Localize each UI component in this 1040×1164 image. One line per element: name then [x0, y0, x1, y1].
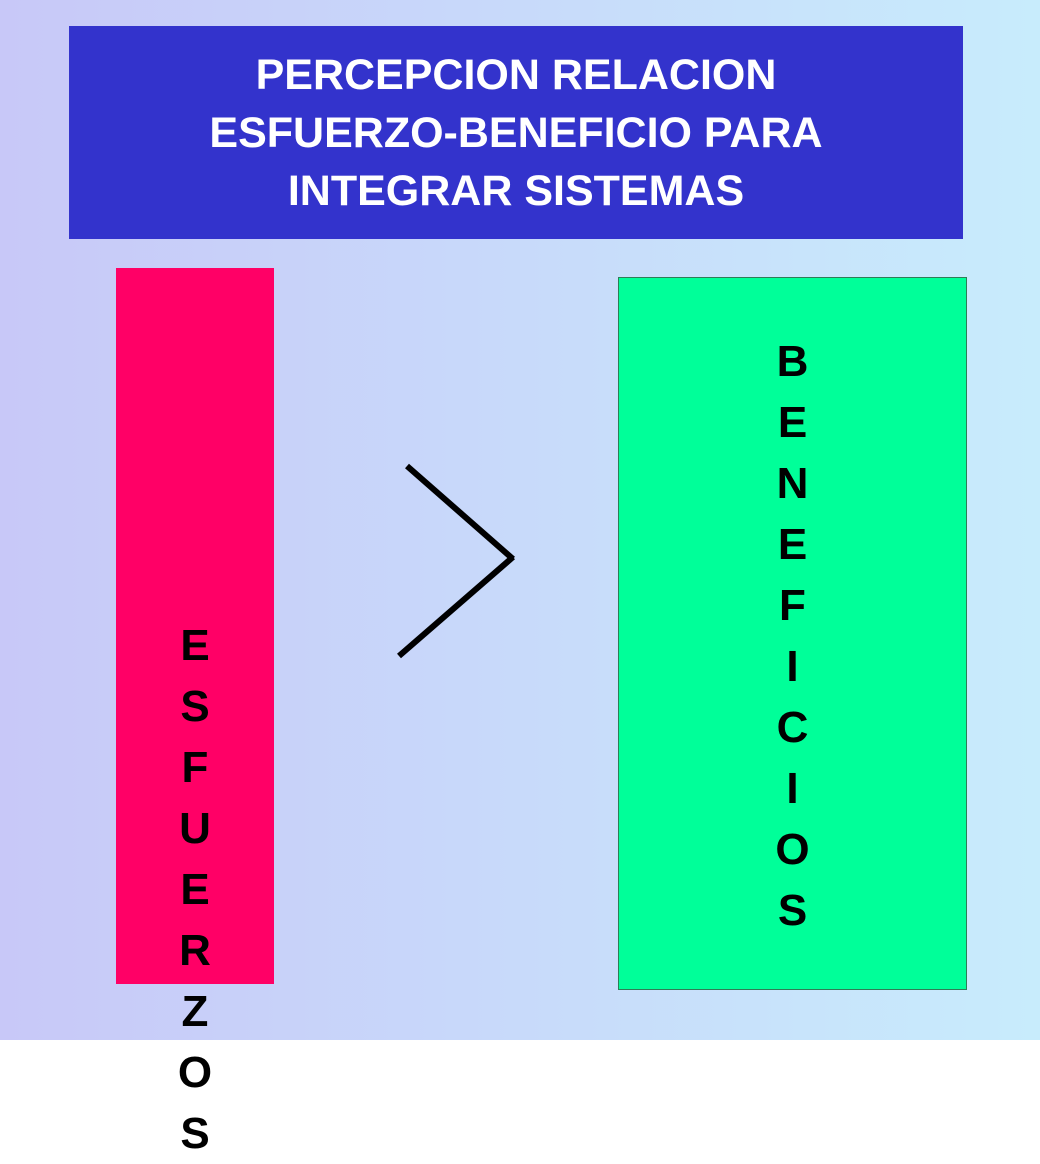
title-line-3: INTEGRAR SISTEMAS — [287, 166, 745, 215]
beneficios-letter: O — [775, 825, 810, 874]
greater-than-symbol — [397, 463, 515, 659]
title-line-2: ESFUERZO-BENEFICIO PARA — [209, 108, 823, 157]
beneficios-letter: I — [786, 764, 799, 813]
title-box: PERCEPCION RELACION ESFUERZO-BENEFICIO P… — [69, 26, 963, 239]
beneficios-letter: E — [777, 398, 808, 447]
beneficios-letter: E — [777, 520, 808, 569]
beneficios-letter: B — [776, 337, 809, 386]
esfuerzos-letter: E — [180, 621, 210, 670]
esfuerzos-letter: R — [179, 926, 211, 975]
esfuerzos-letter: U — [179, 804, 211, 853]
beneficios-letter: C — [776, 703, 809, 752]
beneficios-letter: N — [776, 459, 809, 508]
esfuerzos-letter: E — [180, 865, 210, 914]
esfuerzos-letter: S — [180, 1109, 210, 1158]
greater-than-lower-stroke — [397, 554, 515, 659]
greater-than-upper-stroke — [405, 463, 515, 562]
esfuerzos-letter: Z — [181, 987, 209, 1036]
title-line-1: PERCEPCION RELACION — [255, 50, 777, 99]
beneficios-letter: I — [786, 642, 799, 691]
esfuerzos-letter: F — [181, 743, 209, 792]
esfuerzos-letter: S — [180, 682, 210, 731]
beneficios-letter: S — [777, 886, 808, 935]
esfuerzos-letter: O — [177, 1048, 213, 1097]
beneficios-letter: F — [779, 581, 806, 630]
